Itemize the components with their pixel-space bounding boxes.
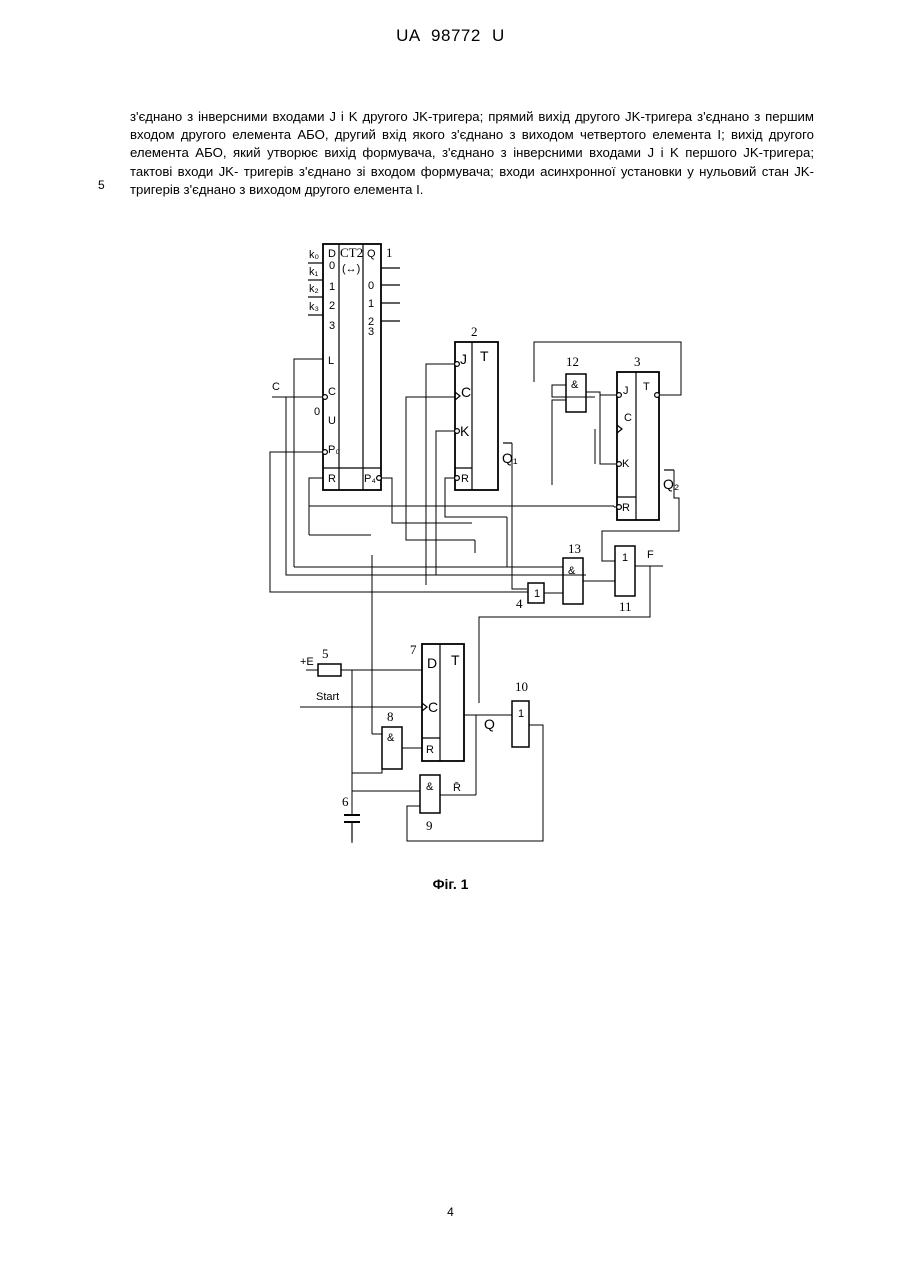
counter-d0: 0 xyxy=(329,260,335,272)
ff2-c: C xyxy=(461,384,471,400)
and9-input: R̄ xyxy=(453,781,461,794)
ff3-r: R xyxy=(622,502,630,514)
counter-q-label: Q xyxy=(367,248,376,260)
supply-label: +E xyxy=(300,656,314,668)
counter-pin-p0: P₀ xyxy=(328,444,340,456)
and13-ref: 13 xyxy=(568,541,581,556)
ff2-j: J xyxy=(460,351,467,367)
and9-symbol: & xyxy=(426,781,434,793)
counter-block xyxy=(308,244,400,490)
counter-zero: 0 xyxy=(314,406,320,418)
counter-d-label: D xyxy=(328,248,336,260)
counter-d3: 3 xyxy=(329,320,335,332)
counter-q0: 0 xyxy=(368,280,374,292)
body-paragraph: з'єднано з інверсними входами J і K друг… xyxy=(130,108,814,199)
or10-ref: 10 xyxy=(515,679,528,694)
line-number: 5 xyxy=(98,178,105,192)
page-number: 4 xyxy=(0,1205,901,1219)
ff3-t: T xyxy=(643,381,650,393)
input-k3: k₃ xyxy=(309,301,319,313)
and12-ref: 12 xyxy=(566,354,579,369)
resistor-5 xyxy=(318,664,341,676)
input-k0: k₀ xyxy=(309,249,319,261)
figure-caption: Фіг. 1 xyxy=(0,876,901,892)
or11-symbol: 1 xyxy=(622,552,628,564)
and9-ref: 9 xyxy=(426,818,433,833)
ff3-c: C xyxy=(624,412,632,424)
cap6-ref: 6 xyxy=(342,794,349,809)
counter-d2: 2 xyxy=(329,300,335,312)
ff7-r: R xyxy=(426,744,434,756)
counter-title: CT2 xyxy=(340,245,363,260)
or11-ref: 11 xyxy=(619,599,632,614)
clock-input-label: C xyxy=(272,381,280,393)
ff2-output: Q₁ xyxy=(502,450,518,466)
ff3-k: K xyxy=(622,458,630,470)
and8-symbol: & xyxy=(387,732,395,744)
counter-p4: P₄ xyxy=(364,473,376,485)
counter-q1: 1 xyxy=(368,298,374,310)
ff7-ref: 7 xyxy=(410,642,417,657)
and8-ref: 8 xyxy=(387,709,394,724)
ff7-d: D xyxy=(427,655,437,671)
counter-pin-c: C xyxy=(328,386,336,398)
counter-pin-u: U xyxy=(328,415,336,427)
counter-d1: 1 xyxy=(329,281,335,293)
start-label: Start xyxy=(316,691,339,703)
ff2-t: T xyxy=(480,348,489,364)
ff7-t: T xyxy=(451,652,460,668)
input-k1: k₁ xyxy=(309,266,319,278)
ff7-output: Q xyxy=(484,716,495,732)
or11-output: F xyxy=(647,549,654,561)
not4-ref: 4 xyxy=(516,596,523,611)
ff2-r: R xyxy=(461,473,469,485)
counter-q3: 3 xyxy=(368,326,374,338)
not4-symbol: 1 xyxy=(534,588,540,600)
ff2-k: K xyxy=(460,423,470,439)
ff7-c: C xyxy=(428,699,438,715)
res5-ref: 5 xyxy=(322,646,329,661)
and12-symbol: & xyxy=(571,379,579,391)
ff2-ref: 2 xyxy=(471,324,478,339)
ff3-j: J xyxy=(623,385,629,397)
input-k2: k₂ xyxy=(309,283,319,295)
counter-direction: (↔) xyxy=(342,263,360,275)
ff3-ref: 3 xyxy=(634,354,641,369)
circuit-diagram: k₀ k₁ k₂ k₃ D 0 1 2 3 CT2 (↔) Q 0 1 2 3 … xyxy=(250,235,700,855)
counter-pin-l: L xyxy=(328,355,334,367)
document-header: UA 98772 U xyxy=(0,26,901,46)
or10-symbol: 1 xyxy=(518,708,524,720)
counter-pin-r: R xyxy=(328,473,336,485)
ff3-output: Q₂ xyxy=(663,476,679,492)
capacitor-6 xyxy=(344,815,360,841)
counter-ref: 1 xyxy=(386,245,393,260)
